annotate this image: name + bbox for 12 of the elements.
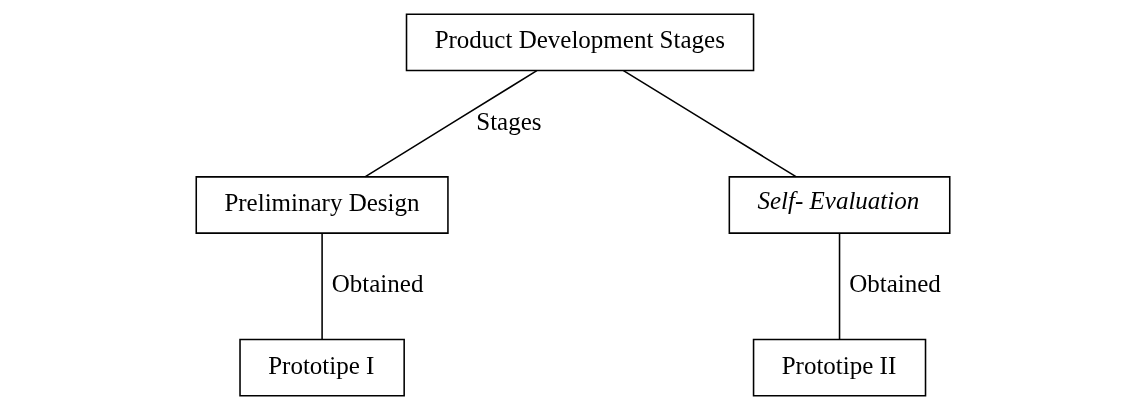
node-box: Prototipe II <box>752 338 927 397</box>
edge-label: Obtained <box>331 270 424 298</box>
connector <box>838 232 841 341</box>
node-box: Self- Evaluation <box>728 176 951 234</box>
node-box: Prototipe I <box>239 338 405 397</box>
connector <box>622 69 797 178</box>
node-box: Product Development Stages <box>405 13 755 72</box>
connector <box>364 69 538 178</box>
edge-label: Obtained <box>849 270 941 298</box>
node-box: Preliminary Design <box>195 176 449 234</box>
connector <box>321 232 323 341</box>
edge-label: Stages <box>476 107 542 135</box>
